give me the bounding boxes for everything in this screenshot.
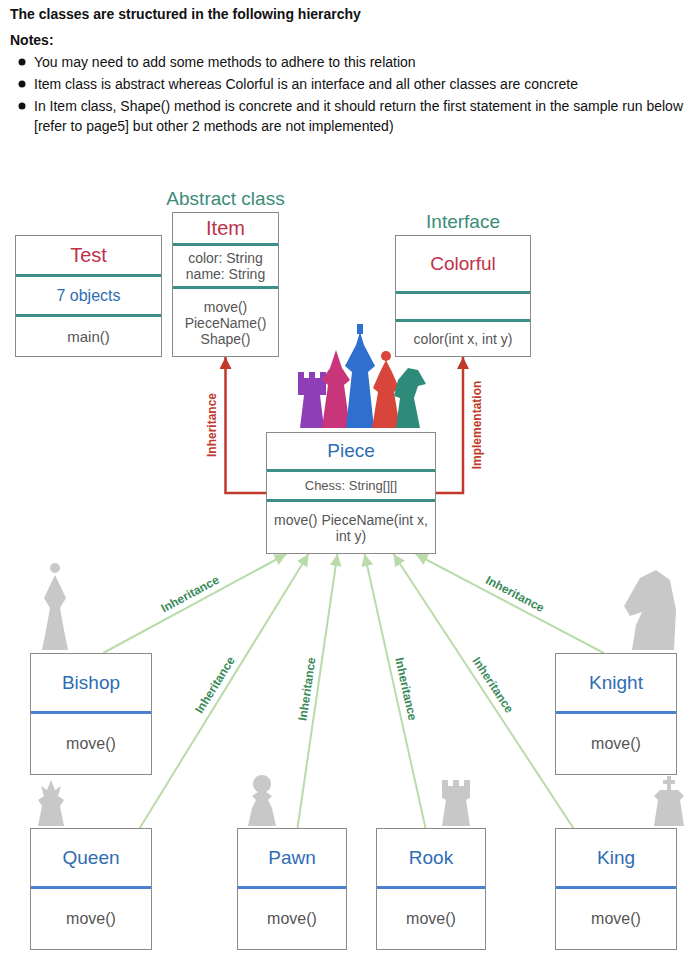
- compartment: move(): [556, 711, 676, 774]
- stereotype-heading: Interface: [426, 211, 500, 233]
- class-name: Knight: [560, 672, 672, 694]
- compartment: move(): [556, 886, 676, 949]
- compartment: color: String name: String: [173, 243, 278, 286]
- member-text: color(int x, int y): [400, 331, 526, 347]
- member-text: move(): [560, 910, 672, 928]
- edge-label: Inheritance: [468, 653, 517, 718]
- member-text: move() PieceName(int x, int y): [271, 512, 431, 544]
- subclass-box: Knight move(): [555, 653, 677, 775]
- compartment: Rook: [377, 829, 485, 886]
- member-text: move(): [560, 735, 672, 753]
- interface-box: InterfaceColorfulcolor(int x, int y): [395, 235, 531, 357]
- compartment: Pawn: [238, 829, 346, 886]
- note-text: You may need to add some methods to adhe…: [34, 52, 684, 72]
- inheritance-arrow: [436, 357, 463, 493]
- subclass-box: King move(): [555, 828, 677, 950]
- class-name: Item: [177, 217, 274, 240]
- member-text: move(): [35, 910, 147, 928]
- member-text: 7 objects: [20, 287, 157, 305]
- compartment: move(): [31, 711, 151, 774]
- compartment: Knight: [556, 654, 676, 711]
- compartment: Chess: String[][]: [267, 469, 435, 499]
- compartment: Colorful: [396, 236, 530, 291]
- member-text: move() PieceName() Shape(): [177, 299, 274, 347]
- notes-heading: Notes:: [10, 30, 670, 50]
- compartment: [396, 291, 530, 319]
- subclass-box: Pawn move(): [237, 828, 347, 950]
- compartment: Test: [16, 236, 161, 274]
- subclass-arrow: [365, 554, 426, 828]
- edge-label: Implementation: [470, 379, 484, 472]
- class-name: Colorful: [400, 253, 526, 275]
- member-text: move(): [35, 735, 147, 753]
- compartment: Item: [173, 213, 278, 243]
- compartment: Bishop: [31, 654, 151, 711]
- subclass-arrow: [416, 554, 604, 653]
- class-name: Rook: [381, 847, 481, 869]
- compartment: King: [556, 829, 676, 886]
- class-name: Test: [20, 244, 157, 267]
- member-text: move(): [242, 910, 342, 928]
- member-text: move(): [381, 910, 481, 928]
- class-name: Pawn: [242, 847, 342, 869]
- edge-label: Inheritance: [392, 654, 420, 723]
- class-name: Bishop: [35, 672, 147, 694]
- subclass-arrow: [103, 554, 286, 653]
- subclass-arrow: [140, 554, 309, 828]
- class-name: Queen: [35, 847, 147, 869]
- compartment: move(): [238, 886, 346, 949]
- class-name: Piece: [271, 440, 431, 462]
- compartment: move() PieceName(int x, int y): [267, 499, 435, 553]
- compartment: 7 objects: [16, 274, 161, 314]
- abstract-class-box: Abstract classItemcolor: String name: St…: [172, 212, 279, 357]
- subclass-box: Queen move(): [30, 828, 152, 950]
- member-text: Chess: String[][]: [271, 478, 431, 493]
- compartment: move(): [31, 886, 151, 949]
- stereotype-heading: Abstract class: [166, 188, 284, 210]
- compartment: Queen: [31, 829, 151, 886]
- page-title: The classes are structured in the follow…: [10, 6, 361, 22]
- compartment: color(int x, int y): [396, 319, 530, 356]
- compartment: move() PieceName() Shape(): [173, 286, 278, 356]
- class-name: King: [560, 847, 672, 869]
- compartment: Piece: [267, 433, 435, 469]
- compartment: move(): [377, 886, 485, 949]
- note-text: In Item class, Shape() method is concret…: [34, 96, 684, 136]
- member-text: main(): [20, 328, 157, 345]
- bullet-dots: [19, 59, 26, 110]
- compartment: main(): [16, 314, 161, 356]
- subclass-arrow: [394, 554, 574, 828]
- inheritance-arrow: [226, 357, 267, 493]
- test-class-box: Test 7 objects main(): [15, 235, 162, 357]
- subclass-box: Rook move(): [376, 828, 486, 950]
- edge-label: Inheritance: [205, 391, 219, 459]
- piece-class-box: PieceChess: String[][] move() PieceName(i…: [266, 432, 436, 554]
- member-text: color: String name: String: [177, 250, 274, 282]
- subclass-box: Bishop move(): [30, 653, 152, 775]
- note-text: Item class is abstract whereas Colorful …: [34, 74, 684, 94]
